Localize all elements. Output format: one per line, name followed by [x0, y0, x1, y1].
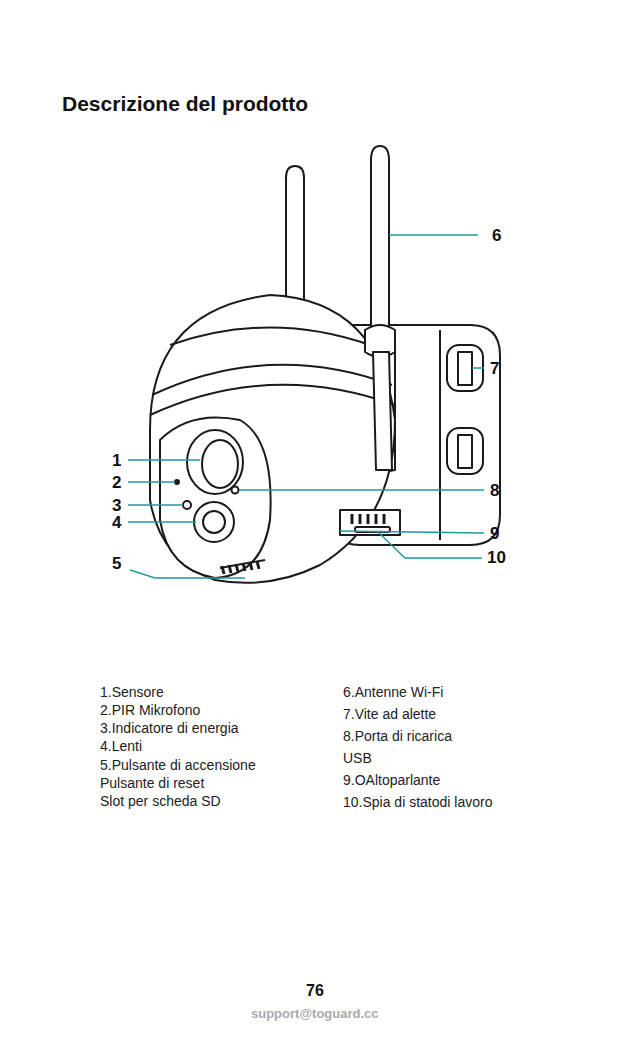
part-name: 8.Porta di ricarica [343, 729, 452, 743]
thumb-screw [447, 345, 483, 474]
callout-number: 10 [487, 549, 506, 566]
callout-number: 8 [490, 482, 499, 499]
part-name: 5.Pulsante di accensione [100, 758, 256, 772]
part-name: Pulsante di reset [100, 776, 204, 790]
part-name: 1.Sensore [100, 685, 164, 699]
part-name: 7.Vite ad alette [343, 707, 436, 721]
part-name: 6.Antenne Wi-Fi [343, 685, 443, 699]
pir-microphone [175, 480, 179, 484]
part-name: 4.Lenti [100, 739, 142, 753]
leader-lines [128, 235, 484, 578]
callout-number: 4 [112, 514, 121, 531]
part-name: 2.PIR Mikrofono [100, 703, 200, 717]
callout-number: 3 [112, 497, 121, 514]
callout-number: 1 [112, 452, 121, 469]
callout-number: 9 [490, 525, 499, 542]
page-number: 76 [306, 983, 324, 999]
usb-port [232, 487, 239, 494]
part-name: USB [343, 751, 372, 765]
lens [194, 502, 234, 542]
sensor [187, 430, 243, 494]
camera-dome [150, 295, 395, 583]
part-name: 9.OAltoparlante [343, 773, 440, 787]
part-name: Slot per scheda SD [100, 794, 221, 808]
power-indicator [183, 501, 191, 509]
callout-number: 2 [112, 474, 121, 491]
callout-number: 5 [112, 555, 121, 572]
speaker-grille [222, 561, 259, 574]
antenna [371, 146, 389, 335]
part-name: 3.Indicatore di energia [100, 721, 239, 735]
support-email: support@toguard.cc [251, 1007, 379, 1020]
speaker-slots [352, 514, 384, 524]
callout-number: 7 [490, 360, 499, 377]
part-name: 10.Spia di statodi lavoro [343, 795, 492, 809]
callout-number: 6 [492, 227, 501, 244]
page-title: Descrizione del prodotto [62, 93, 308, 114]
